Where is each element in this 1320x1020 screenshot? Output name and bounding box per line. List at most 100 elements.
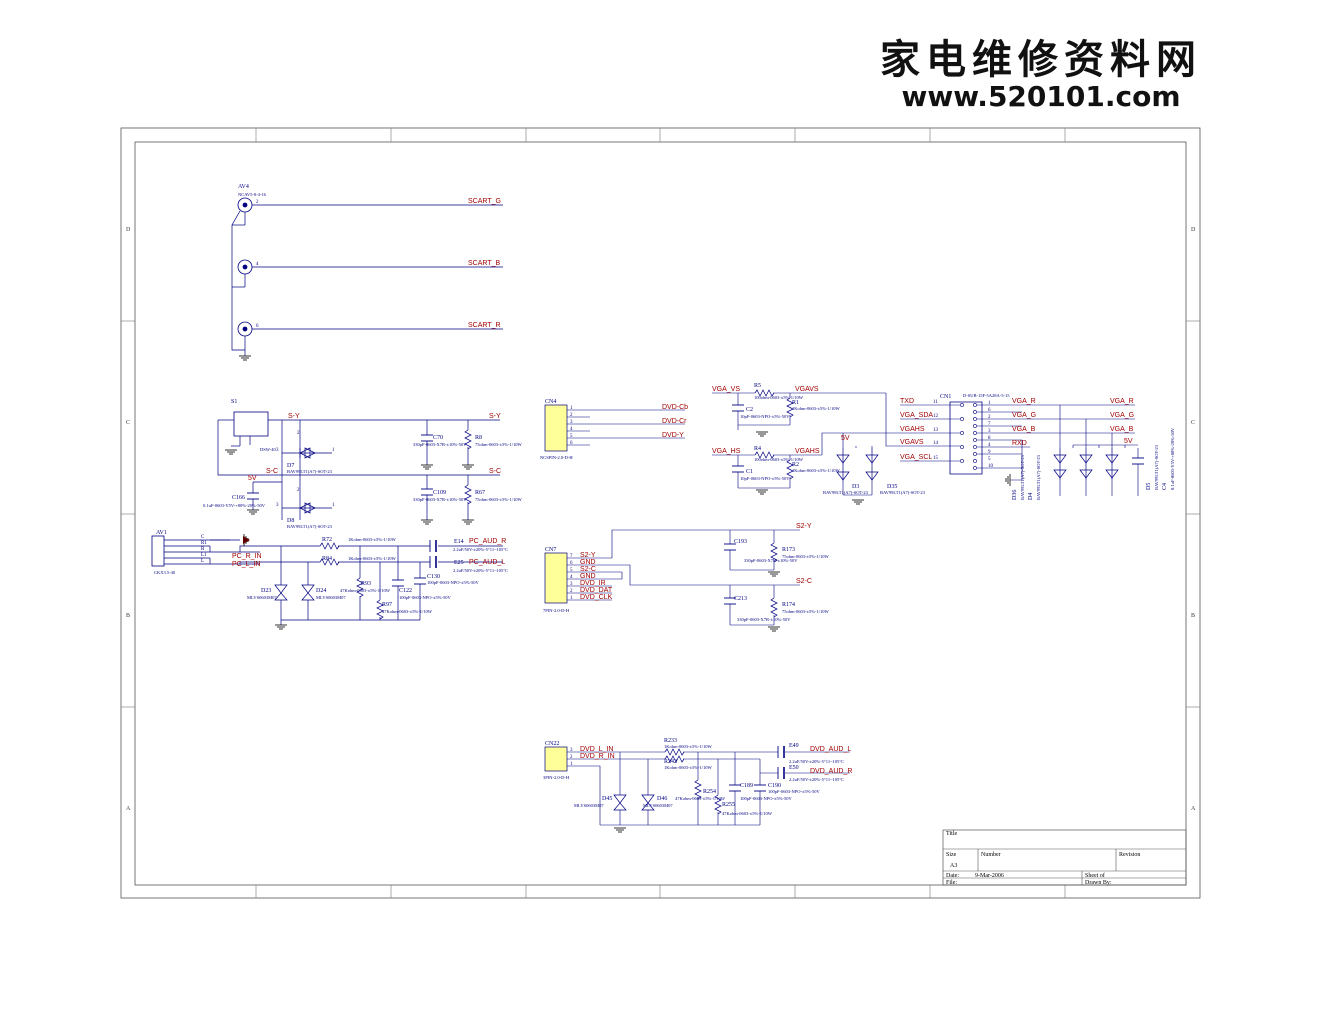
net-pc-r-in: PC_R_IN xyxy=(232,553,262,560)
net-vga-g-out: VGA_G xyxy=(1110,412,1134,419)
c122-ref: C122 xyxy=(399,588,412,594)
cn1-pin-14: 14 xyxy=(933,441,939,446)
av1-pin-l: L xyxy=(201,559,204,564)
net-pc-aud-r: PC_AUD_R xyxy=(469,538,506,545)
cn1-pin-12: 12 xyxy=(933,414,939,419)
title-block: Title Size A3 Number Revision Date: 9-Ma… xyxy=(942,829,1187,886)
e14-ref: E14 xyxy=(454,539,464,545)
r255-ref: R255 xyxy=(722,802,735,808)
cn7-pin-4: 4 xyxy=(570,575,573,580)
cn1-pin-1: 1 xyxy=(988,401,991,406)
r254-value: 47Kohm-0603-±5%-1/10W xyxy=(675,796,726,801)
e49-ref: E49 xyxy=(789,743,799,749)
net-vga-b-cn1: VGA_B xyxy=(1012,426,1036,433)
tb-size: A3 xyxy=(950,863,957,869)
av1-pin-l1: L1 xyxy=(201,553,207,558)
d3-part: BAV99LT1(A7)-SOT-23 xyxy=(823,490,869,495)
d8-pin2: 2 xyxy=(297,488,300,493)
d5-value: BAV99LT1(A7)-SOT-23 xyxy=(1154,444,1159,490)
tb-file-label: File: xyxy=(946,880,957,886)
cn22-body xyxy=(544,746,568,772)
cn22-part: 3PIN-2.0-D-H xyxy=(543,775,570,780)
net-vgavs-cn1: VGAVS xyxy=(900,439,924,446)
e14-value: 2.2uF/50V-±20%-5°11~105°C xyxy=(453,547,508,552)
cn4-part: NCSPIN-2.0-D-H xyxy=(540,455,573,460)
c109-ref: C109 xyxy=(433,490,446,496)
cn4-block: CN4 NCSPIN-2.0-D-H 1 2 3 4 5 6 DVD-Cb DV… xyxy=(540,399,688,460)
cn7-pin-5: 5 xyxy=(570,568,573,573)
av1-body xyxy=(151,535,165,567)
c213-ref: C213 xyxy=(734,596,747,602)
cn7-ref: CN7 xyxy=(545,547,556,553)
net-5v-cn1: 5V xyxy=(1124,438,1133,445)
r174-ref: R174 xyxy=(782,602,795,608)
net-dvd-aud-l: DVD_AUD_L xyxy=(810,746,851,753)
watermark: 家电维修资料网 www.520101.com xyxy=(880,38,1202,112)
net-s-y-left: S-Y xyxy=(288,413,300,420)
cn7-net-dvd-ir: DVD_IR xyxy=(580,580,606,587)
zone-row-a-left: A xyxy=(126,806,131,812)
r8-ref: R8 xyxy=(475,435,482,441)
cn1-pin-6: 6 xyxy=(988,408,991,413)
r242-value: 1Kohm-0603-±5%-1/10W xyxy=(664,765,712,770)
cn7-net-s2-y: S2-Y xyxy=(580,552,596,559)
c1-ref: C1 xyxy=(746,469,753,475)
cn7-pin-7: 7 xyxy=(570,554,573,559)
net-s2-c-out: S2-C xyxy=(796,578,812,585)
net-5v-svideo: 5V xyxy=(248,475,257,482)
svideo-block: S1 S-Y S- xyxy=(203,399,522,529)
net-vgavs: VGAVS xyxy=(795,386,819,393)
cn4-ref: CN4 xyxy=(545,399,556,405)
d8-pin3: 3 xyxy=(276,503,279,508)
d8-pin: 1 xyxy=(332,503,335,508)
c70-ref: C70 xyxy=(433,435,443,441)
c166-value: 0.1uF-0603-Y5V-+80%-20%-50V xyxy=(203,503,266,508)
c193-ref: C193 xyxy=(734,539,747,545)
cn1-pin-10: 10 xyxy=(988,464,994,469)
zone-row-b-right: B xyxy=(1191,613,1195,619)
c190-value: 100pF-0603-NPO-±5%-50V xyxy=(768,789,820,794)
cn1-body xyxy=(949,401,983,475)
d23-value: MLVS0603M07 xyxy=(247,595,277,600)
tb-size-label: Size xyxy=(946,852,957,858)
r8-value: 75ohm-0603-±5%-1/10W xyxy=(475,442,522,447)
av1-pin-c: C xyxy=(201,535,205,540)
cn1-block: CN1 D-SUB-15F-5A28A-5-15 TXD VGA_SDA VGA… xyxy=(900,393,1175,500)
e50-value: 2.2uF/50V-±20%-5°11~105°C xyxy=(789,777,844,782)
net-vgahs: VGAHS xyxy=(795,448,820,455)
tb-title-label: Title xyxy=(946,831,957,837)
net-txd: TXD xyxy=(900,398,914,405)
av4-pin-6: 6 xyxy=(256,324,259,329)
net-5v-vga: 5V xyxy=(841,435,850,442)
r84-value: 1Kohm-0603-±5%-1/10W xyxy=(348,556,396,561)
net-vga-scl: VGA_SCL xyxy=(900,454,932,461)
zone-row-c-left: C xyxy=(126,420,130,426)
net-dvd-y: DVD-Y xyxy=(662,432,684,439)
c190-ref: C190 xyxy=(768,783,781,789)
s1-ref: S1 xyxy=(231,399,237,405)
cn1-ref: CN1 xyxy=(940,394,951,400)
cn1-pin-5: 5 xyxy=(988,457,991,462)
d23-ref: D23 xyxy=(261,588,271,594)
av4-ref: AV4 xyxy=(238,184,249,190)
cn7-net-s2-c: S2-C xyxy=(580,566,596,573)
tb-date: 9-Mar-2006 xyxy=(975,873,1004,879)
cn4-body xyxy=(544,404,568,452)
cn22-pin-1: 1 xyxy=(570,762,573,767)
c122-value: 100pF-0603-NPO-±5%-50V xyxy=(399,595,451,600)
cn4-pin-3: 3 xyxy=(570,420,573,425)
d4-ref: D4 xyxy=(1028,493,1034,500)
cn7-pin-1: 1 xyxy=(570,596,573,601)
cn1-pin-8: 8 xyxy=(988,436,991,441)
tb-drawn-label: Drawn By: xyxy=(1085,880,1112,886)
zone-row-d-left: D xyxy=(126,227,131,233)
d35-part: BAV99LT1(A7)-SOT-23 xyxy=(880,490,926,495)
d24-ref: D24 xyxy=(316,588,326,594)
d46-value: MLVS0603M07 xyxy=(643,803,673,808)
zone-row-c-right: C xyxy=(1191,420,1195,426)
cn22-block: CN22 3PIN-2.0-D-H xyxy=(543,738,852,833)
d36-ref: D36 xyxy=(1012,490,1018,500)
net-dvd-cr: DVD-Cr xyxy=(662,418,687,425)
net-vga-sda: VGA_SDA xyxy=(900,412,933,419)
cn7-net-gnd2: GND xyxy=(580,573,596,580)
